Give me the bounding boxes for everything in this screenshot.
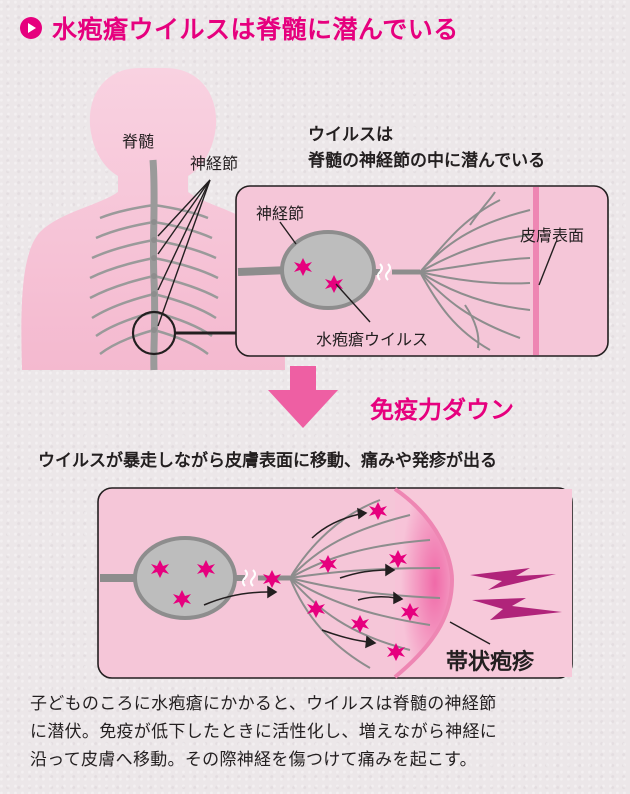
ganglion-label: 神経節 <box>190 154 239 173</box>
mid-caption: ウイルスが暴走しながら皮膚表面に移動、痛みや発疹が出る <box>38 451 497 471</box>
header: 水疱瘡ウイルスは脊髄に潜んでいる <box>20 8 459 48</box>
caption-top-line2: 脊髄の神経節の中に潜んでいる <box>308 151 546 171</box>
human-back <box>21 68 286 371</box>
nerve-branches-bottom <box>289 499 441 669</box>
immune-down-label: 免疫力ダウン <box>370 396 514 424</box>
motion-arrow-icon <box>203 507 404 649</box>
play-icon <box>20 17 42 39</box>
spine-label: 脊髄 <box>122 132 155 151</box>
page-title: 水疱瘡ウイルスは脊髄に潜んでいる <box>52 15 459 44</box>
virus-icon <box>151 502 419 661</box>
description-line: 沿って皮膚へ移動。その際神経を傷つけて痛みを起こす。 <box>30 750 477 770</box>
lightning-icon <box>470 568 562 620</box>
caption-top-line1: ウイルスは <box>308 125 393 145</box>
varicella-virus-label: 水疱瘡ウイルス <box>316 330 429 349</box>
zoom-box-top <box>235 185 609 357</box>
description-line: 子どものころに水疱瘡にかかると、ウイルスは脊髄の神経節 <box>30 694 497 714</box>
skin-surface-label: 皮膚表面 <box>520 226 585 245</box>
shingles-label: 帯状疱疹 <box>446 650 535 675</box>
description: 子どものころに水疱瘡にかかると、ウイルスは脊髄の神経節 に潜伏。免疫が低下したと… <box>30 690 610 774</box>
virus-icon <box>294 258 343 293</box>
ganglion-box-label: 神経節 <box>256 204 305 223</box>
down-arrow-icon <box>268 366 338 428</box>
caption-top: ウイルスは 脊髄の神経節の中に潜んでいる <box>308 122 545 174</box>
zoom-box-bottom <box>97 487 573 679</box>
description-line: に潜伏。免疫が低下したときに活性化し、増えながら神経に <box>30 722 498 742</box>
nerve-branches-top <box>419 191 531 351</box>
